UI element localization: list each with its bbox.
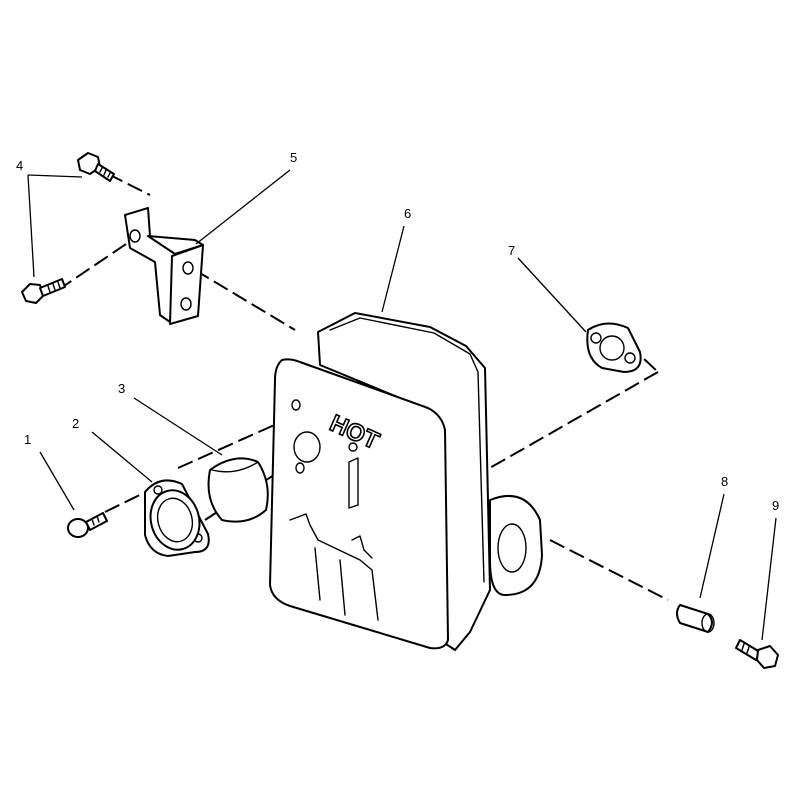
bracket: [124, 207, 204, 325]
callout-9: 9: [772, 498, 779, 513]
leader-8: [699, 493, 725, 599]
muffler-mount-hole: [291, 399, 301, 411]
leader-2: [91, 431, 153, 483]
ring: [207, 457, 269, 523]
callout-6: 6: [404, 206, 411, 221]
callout-1: 1: [24, 432, 31, 447]
leader-4a: [27, 174, 83, 178]
leader-4b: [27, 174, 35, 278]
screw: [67, 512, 108, 538]
muffler-inlet-port: [293, 431, 321, 463]
flange: [144, 479, 210, 557]
muffler-mount-hole-lower: [295, 462, 305, 474]
leader-6: [381, 225, 405, 313]
callout-7: 7: [508, 243, 515, 258]
callout-4: 4: [16, 158, 23, 173]
leader-3: [133, 397, 223, 456]
leader-7: [517, 257, 587, 333]
leader-9: [761, 517, 777, 641]
gasket: [586, 322, 642, 373]
callout-2: 2: [72, 416, 79, 431]
muffler-outlet-pipe: [489, 495, 543, 596]
leader-lines: [27, 169, 777, 641]
callout-3: 3: [118, 381, 125, 396]
callout-8: 8: [721, 474, 728, 489]
leader-5: [195, 169, 291, 245]
muffler-outlet-opening: [497, 523, 527, 573]
leader-1: [39, 451, 75, 511]
guide-line-lower-bolt: [57, 239, 133, 291]
muffler: HOT: [269, 312, 543, 651]
guide-line-outlet-spacer: [549, 539, 669, 601]
bolt-upper: [77, 152, 115, 182]
spacer: [676, 604, 715, 633]
guide-line-upper-bolt: [107, 173, 151, 196]
muffler-shield-ribs: [289, 513, 379, 621]
callout-5: 5: [290, 150, 297, 165]
muffler-slot: [348, 457, 359, 509]
muffler-heat-shield: [269, 358, 449, 650]
guide-line-flange-muffler-upper: [177, 417, 291, 469]
callout-numbers: 1 2 3 4 5 6 7 8 9: [16, 150, 779, 513]
guide-line-gasket-muffler: [459, 371, 659, 486]
bolt-lower: [21, 278, 66, 304]
bolt-outlet: [735, 639, 779, 669]
guide-line-bracket-muffler: [194, 269, 296, 331]
